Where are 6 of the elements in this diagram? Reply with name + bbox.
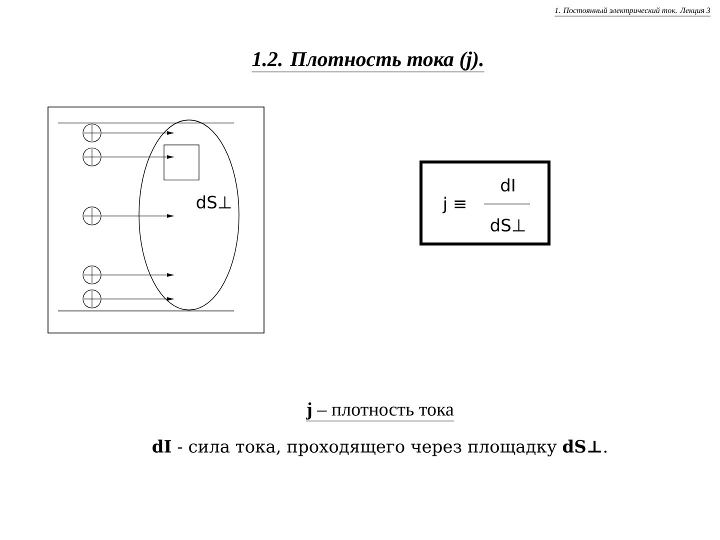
formula-box: j ≡ dI dS⊥ [420,160,550,246]
area-label: dS⊥ [196,195,231,209]
definition-text: j – плотность тока [306,402,454,422]
title: 1.2. Плотность тока (j). [252,51,484,72]
definition-text: dI - сила тока, проходящего через площадку dS⊥. [152,440,607,456]
header-text: 1. Постоянный электрический ток. Лекция 3 [554,7,711,16]
